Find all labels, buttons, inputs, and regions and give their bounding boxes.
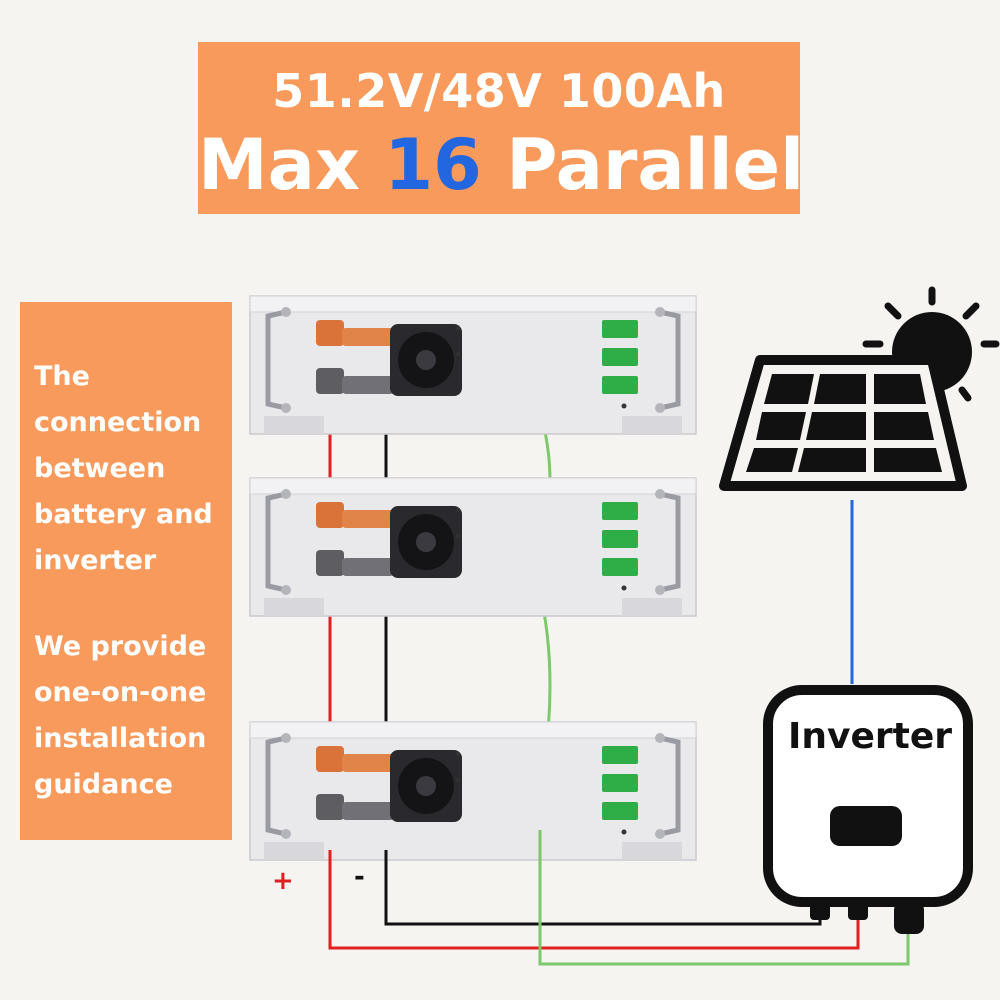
title-parallel: Max 16 Parallel — [198, 124, 804, 206]
inverter-label: Inverter — [788, 716, 953, 757]
solar-panel-icon — [719, 355, 967, 491]
battery-module-icon — [250, 296, 696, 434]
title-spec: 51.2V/48V 100Ah — [272, 64, 726, 118]
side-paragraph-guidance: We provide one-on-one installation guida… — [34, 631, 207, 800]
positive-main-cable — [328, 850, 860, 950]
battery-module-icon — [250, 478, 696, 616]
positive-sign: + — [272, 866, 294, 896]
inverter-icon — [763, 685, 973, 934]
title-prefix: Max — [198, 124, 385, 206]
battery-module-icon — [250, 722, 696, 860]
negative-sign: - — [354, 862, 365, 892]
title-number: 16 — [384, 124, 482, 206]
negative-main-cable — [384, 850, 822, 926]
comm-main-cable — [538, 830, 910, 966]
title-suffix: Parallel — [481, 124, 805, 206]
side-info-panel: The connection between battery and inver… — [20, 302, 232, 840]
title-banner: 51.2V/48V 100Ah Max 16 Parallel — [198, 42, 804, 214]
side-paragraph-connection: The connection between battery and inver… — [34, 361, 213, 576]
